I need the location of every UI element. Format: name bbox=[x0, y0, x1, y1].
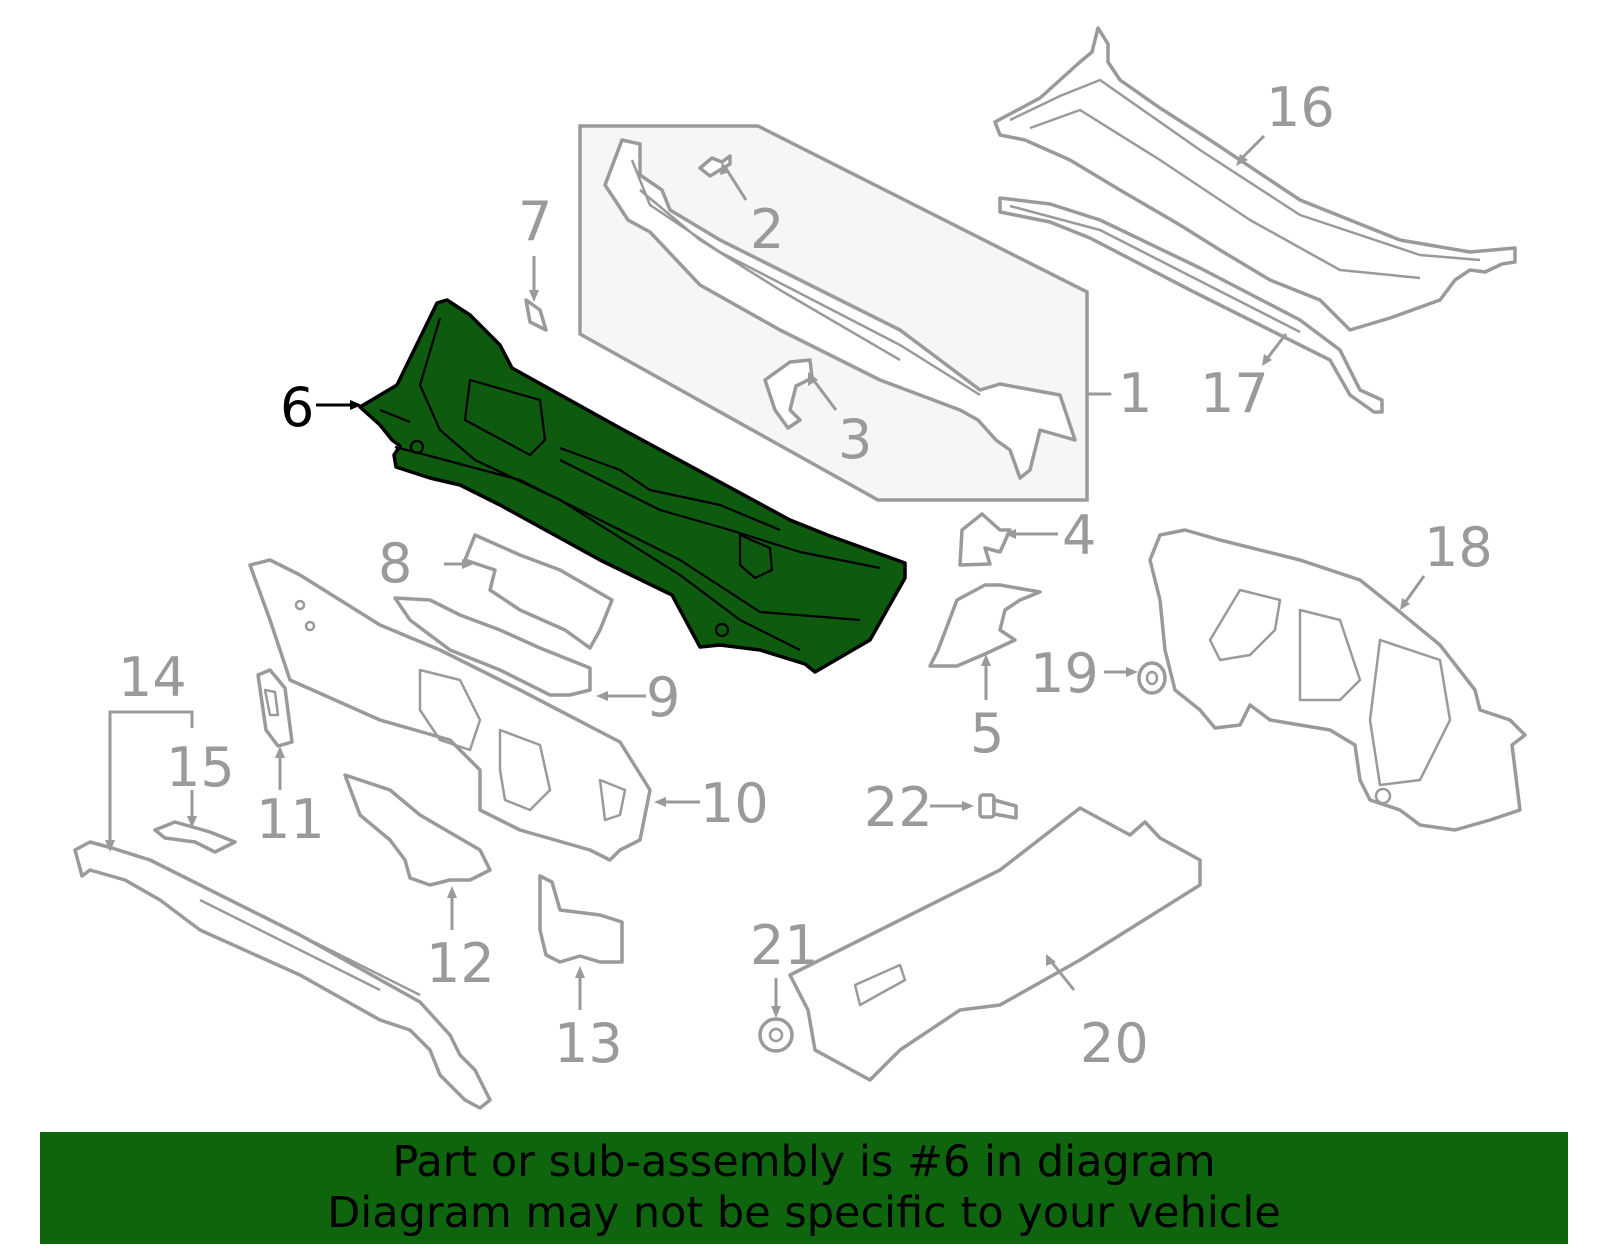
callout-5[interactable]: 5 bbox=[970, 702, 1004, 765]
part-1-group[interactable] bbox=[578, 124, 1112, 502]
part-11-bracket[interactable] bbox=[256, 668, 294, 748]
banner-line-1: Part or sub-assembly is #6 in diagram bbox=[392, 1137, 1216, 1187]
callout-3[interactable]: 3 bbox=[838, 408, 872, 471]
info-banner: Part or sub-assembly is #6 in diagram Di… bbox=[40, 1132, 1568, 1244]
part-8-bracket[interactable] bbox=[463, 533, 614, 650]
callout-17[interactable]: 17 bbox=[1200, 362, 1269, 425]
callout-19[interactable]: 19 bbox=[1030, 642, 1099, 705]
callout-6[interactable]: 6 bbox=[280, 376, 314, 439]
callout-1[interactable]: 1 bbox=[1118, 362, 1152, 425]
callout-18[interactable]: 18 bbox=[1424, 516, 1493, 579]
callout-14[interactable]: 14 bbox=[118, 646, 187, 709]
part-14-rail[interactable] bbox=[73, 840, 492, 1110]
part-7-pad[interactable] bbox=[524, 298, 548, 332]
part-16-cowl-vent[interactable] bbox=[993, 26, 1517, 332]
callout-4[interactable]: 4 bbox=[1062, 504, 1096, 567]
callout-7[interactable]: 7 bbox=[518, 190, 552, 253]
callout-8[interactable]: 8 bbox=[378, 532, 412, 595]
callout-21[interactable]: 21 bbox=[750, 914, 819, 977]
callout-9[interactable]: 9 bbox=[646, 666, 680, 729]
callout-20[interactable]: 20 bbox=[1080, 1012, 1149, 1075]
callout-16[interactable]: 16 bbox=[1266, 76, 1335, 139]
callout-11[interactable]: 11 bbox=[256, 788, 325, 851]
callout-13[interactable]: 13 bbox=[554, 1012, 623, 1075]
part-9-reinforcement[interactable] bbox=[393, 596, 592, 697]
part-22-bolt[interactable] bbox=[978, 793, 1018, 820]
part-19-grommet[interactable] bbox=[1137, 661, 1167, 695]
banner-line-2: Diagram may not be specific to your vehi… bbox=[327, 1188, 1281, 1238]
part-13-bracket[interactable] bbox=[538, 874, 624, 964]
callout-10[interactable]: 10 bbox=[700, 772, 769, 835]
part-12-bracket[interactable] bbox=[343, 773, 492, 887]
part-17-seal-strip[interactable] bbox=[998, 196, 1384, 414]
callout-12[interactable]: 12 bbox=[426, 932, 495, 995]
part-15-clip[interactable] bbox=[153, 820, 237, 854]
part-4-bracket[interactable] bbox=[958, 512, 1012, 567]
part-21-grommet[interactable] bbox=[758, 1017, 794, 1053]
callout-arrows bbox=[105, 134, 1426, 1018]
callout-2[interactable]: 2 bbox=[750, 198, 784, 261]
callout-15[interactable]: 15 bbox=[166, 736, 235, 799]
part-5-bracket[interactable] bbox=[928, 583, 1042, 668]
part-20-insulator[interactable] bbox=[788, 806, 1202, 1082]
callout-22[interactable]: 22 bbox=[864, 776, 933, 839]
part-6-cowl-panel-highlighted[interactable] bbox=[358, 298, 907, 674]
